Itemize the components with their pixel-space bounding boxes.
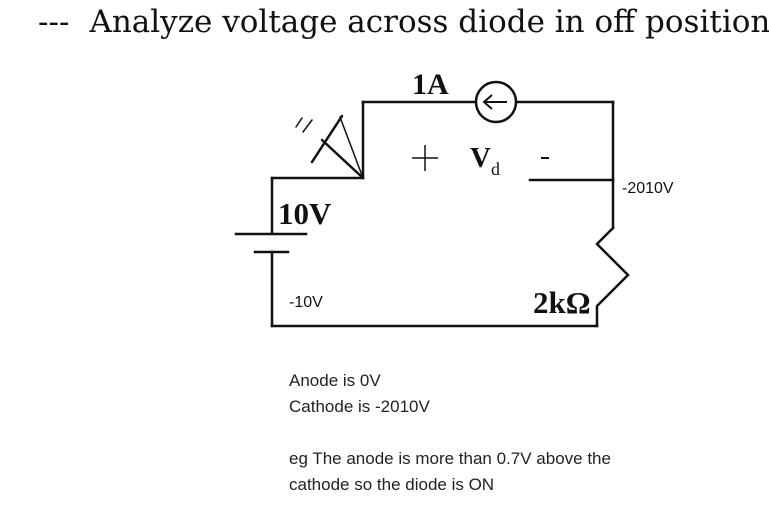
vd-label: Vd bbox=[470, 142, 500, 179]
note-conclusion-line2: cathode so the diode is ON bbox=[289, 475, 495, 494]
voltage-source-label: 10V bbox=[278, 196, 332, 231]
note-anode: Anode is 0V bbox=[289, 371, 381, 390]
current-source-label: 1A bbox=[412, 68, 449, 101]
current-source bbox=[474, 80, 518, 124]
node-bottom-left-voltage: -10V bbox=[289, 294, 323, 311]
note-conclusion-line1: eg The anode is more than 0.7V above the bbox=[289, 449, 611, 468]
title-prefix: --- bbox=[38, 4, 70, 40]
resistor-zigzag bbox=[595, 226, 630, 328]
switch-symbol bbox=[295, 114, 365, 180]
arrow-left-icon bbox=[482, 94, 493, 110]
notes-spacer bbox=[289, 420, 611, 446]
vd-subscript: d bbox=[491, 159, 500, 179]
page-title: --- Analyze voltage across diode in off p… bbox=[38, 4, 769, 40]
node-right-voltage: -2010V bbox=[622, 180, 674, 197]
title-text: Analyze voltage across diode in off posi… bbox=[89, 4, 769, 40]
resistor-label: 2kΩ bbox=[533, 285, 591, 320]
note-cathode: Cathode is -2010V bbox=[289, 397, 430, 416]
vd-main: V bbox=[470, 142, 491, 174]
analysis-notes: Anode is 0V Cathode is -2010V eg The ano… bbox=[289, 368, 611, 498]
